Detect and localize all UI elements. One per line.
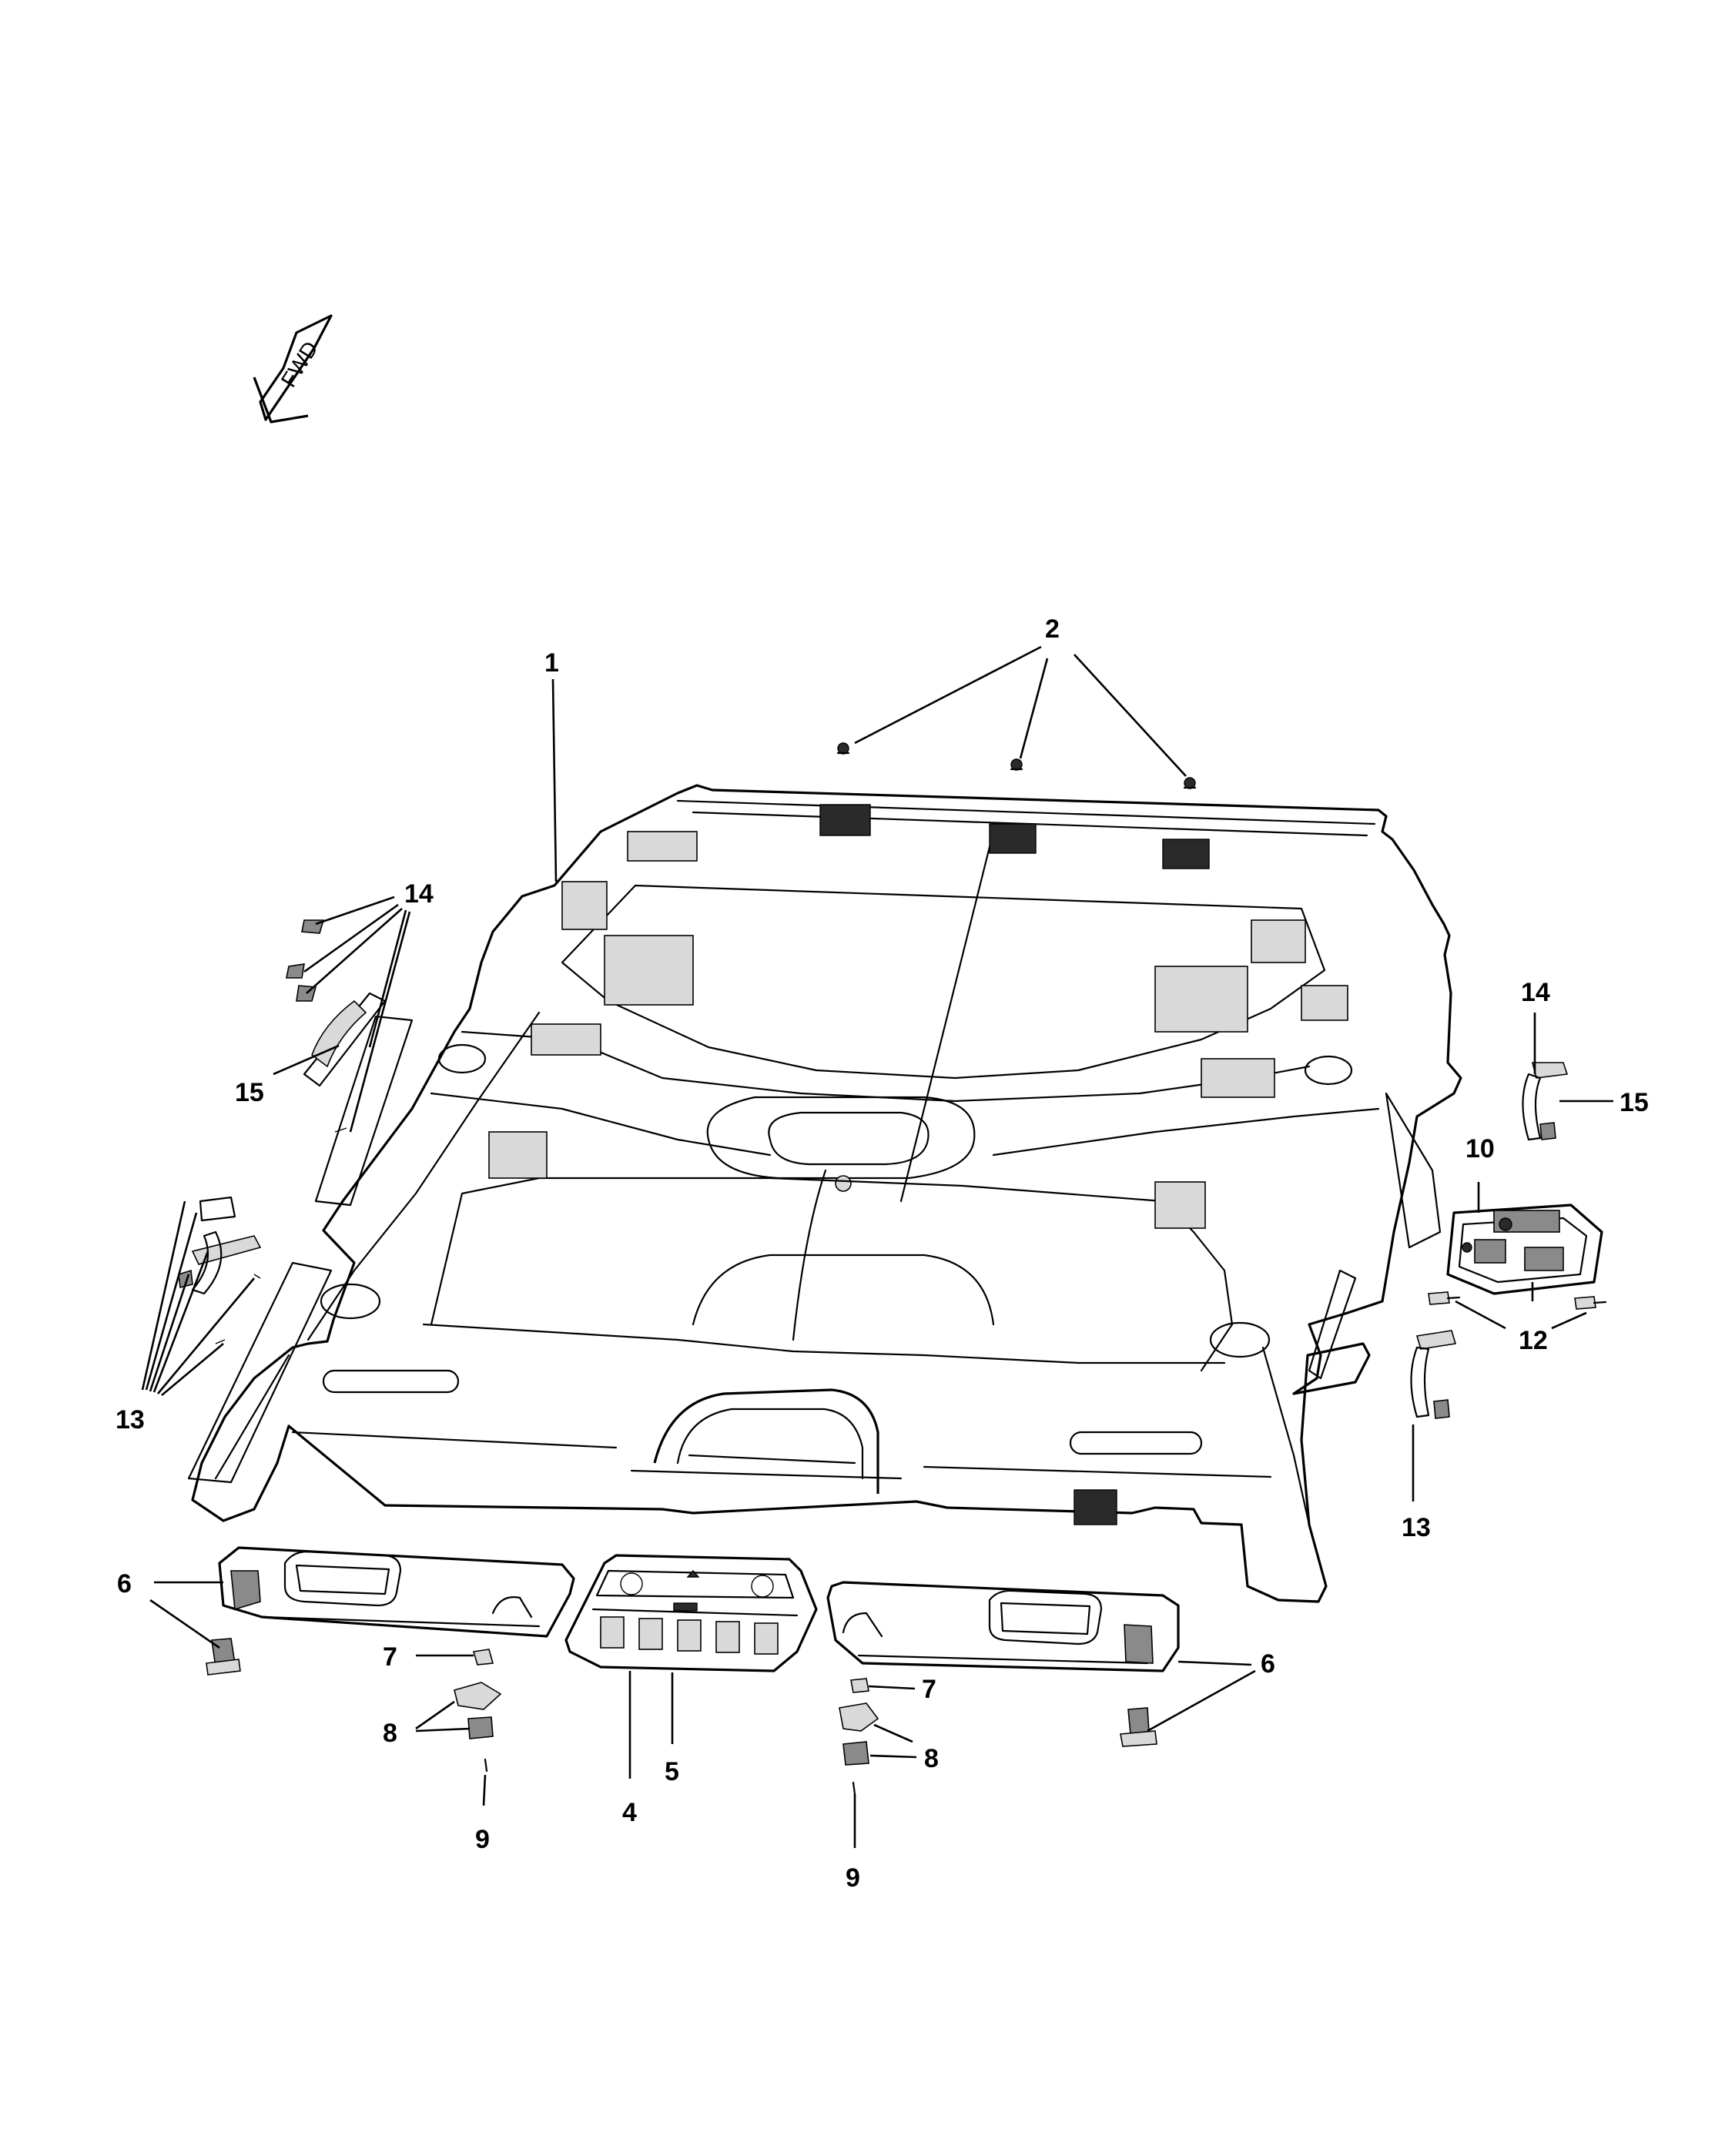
retainer-clip-icon: [1010, 758, 1023, 771]
callout-14-right: 14: [1521, 978, 1550, 1007]
sun-visor-right: [826, 1581, 1180, 1672]
left-pillar-trim: [187, 1015, 414, 1484]
retainer-clip-icon: [1183, 777, 1197, 789]
callout-12: 12: [1519, 1326, 1548, 1355]
callout-15-right: 15: [1619, 1088, 1649, 1117]
callout-13-left: 13: [116, 1405, 145, 1435]
callout-8-left: 8: [383, 1719, 397, 1748]
callout-6-right: 6: [1261, 1649, 1275, 1679]
screw-icon: [1574, 1296, 1607, 1310]
callout-14-left: 14: [404, 879, 434, 909]
sun-visor-left: [218, 1546, 575, 1638]
grab-handle-front-left: [178, 1196, 262, 1344]
fwd-arrow-icon: FWD: [253, 314, 333, 424]
retainer-clip-icon: [836, 742, 850, 755]
grab-handle-front-right: [1410, 1330, 1457, 1419]
overhead-console: [1446, 1204, 1603, 1295]
visor-clip-right: [839, 1678, 879, 1796]
callout-5: 5: [665, 1757, 679, 1786]
callout-9-left: 9: [475, 1825, 490, 1854]
visor-clip-left: [454, 1649, 502, 1773]
callout-9-right: 9: [846, 1863, 860, 1893]
callouts: 1 2 14 15 13 14 15 10 12 13 6 6 7 7 8 8 …: [116, 614, 1649, 1893]
callout-10: 10: [1465, 1134, 1495, 1163]
callout-7-left: 7: [383, 1642, 397, 1672]
grab-handle-rear-right: [1522, 1062, 1569, 1141]
front-overhead-console: [564, 1554, 818, 1672]
leader-lines: [141, 645, 1613, 1848]
callout-8-right: 8: [924, 1744, 939, 1773]
right-pillar-trim: [1308, 1092, 1442, 1380]
callout-6-left: 6: [117, 1569, 132, 1599]
screw-icon: [1428, 1291, 1461, 1305]
callout-2: 2: [1045, 614, 1060, 644]
callout-1: 1: [544, 648, 559, 678]
callout-4: 4: [622, 1798, 637, 1827]
grab-handle-rear-left: [286, 919, 387, 1133]
headliner-panel: [191, 784, 1462, 1603]
callout-15-left: 15: [235, 1078, 264, 1107]
callout-7-right: 7: [922, 1675, 936, 1704]
callout-13-right: 13: [1402, 1513, 1431, 1542]
visor-pivot-left: [206, 1638, 241, 1676]
visor-pivot-right: [1120, 1707, 1157, 1747]
